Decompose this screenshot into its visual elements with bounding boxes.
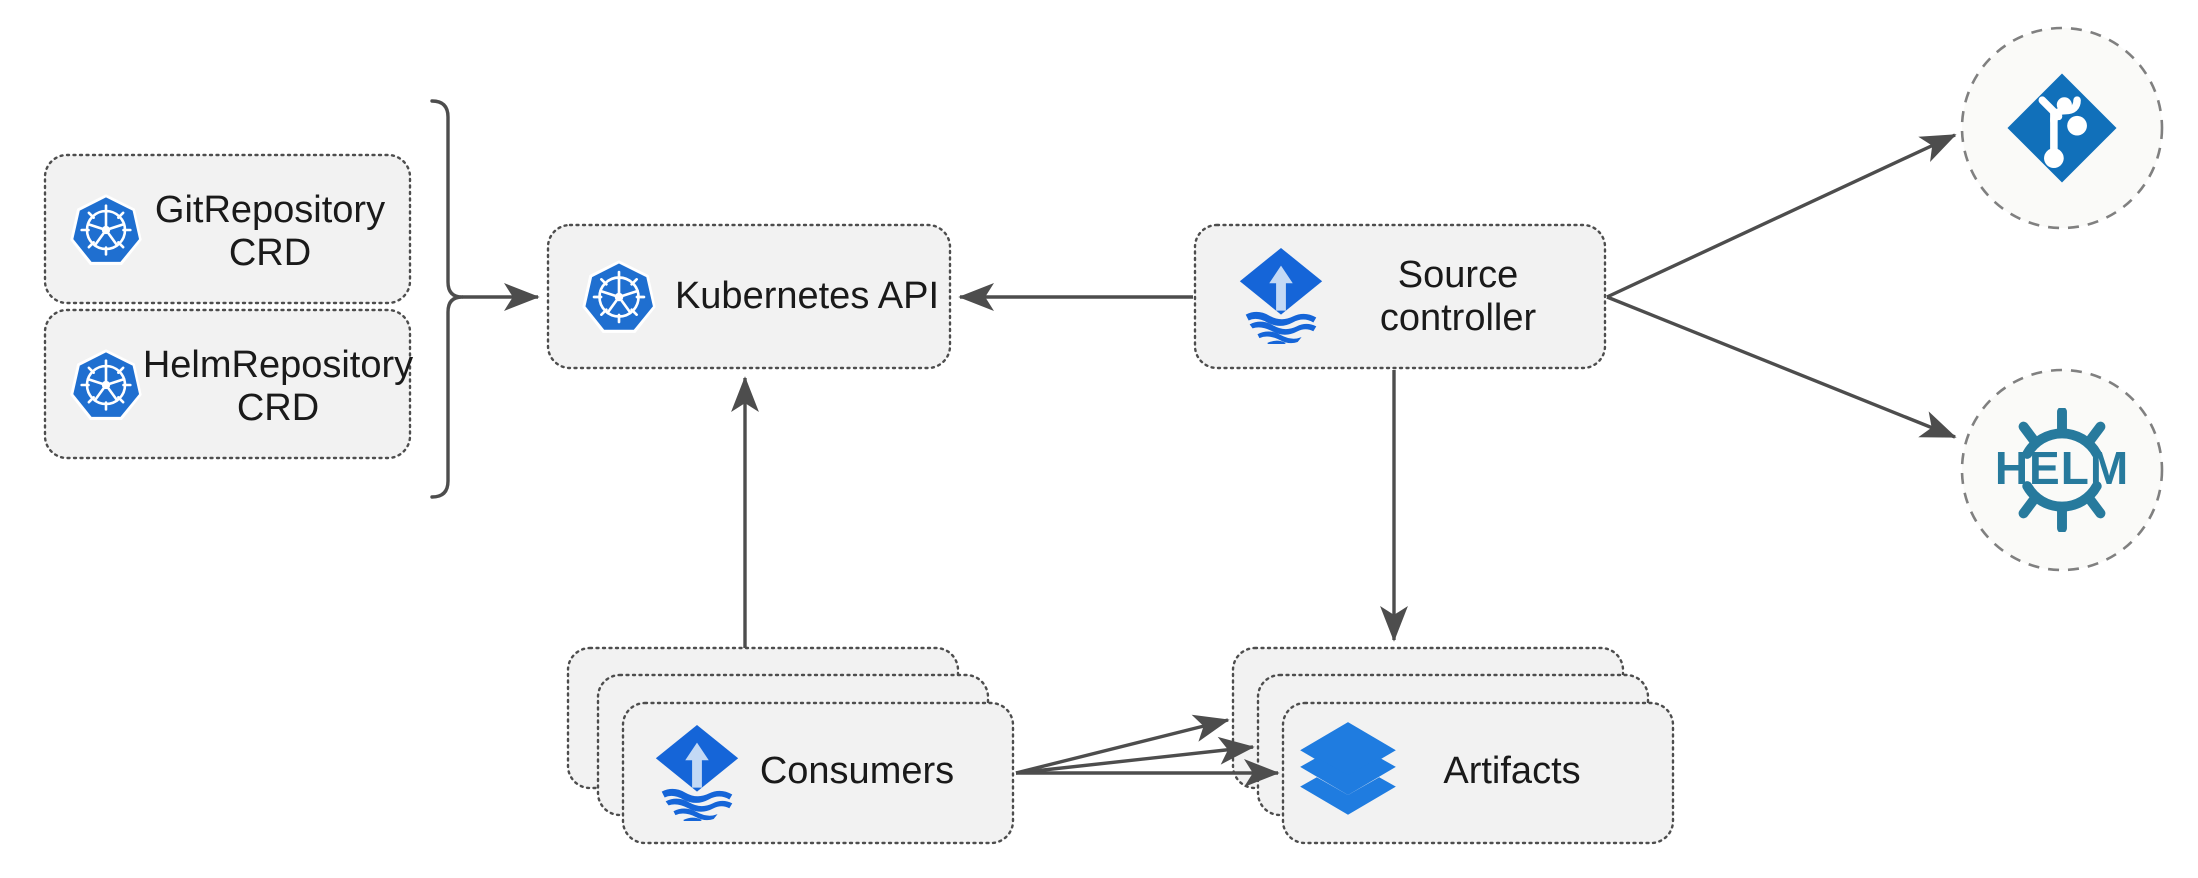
consumers-box-front[interactable] xyxy=(621,701,1015,845)
node-git-repository-crd[interactable]: GitRepository CRD xyxy=(43,153,412,305)
git-repository-crd-label-line1: GitRepository xyxy=(155,189,385,231)
edge-consumers-to-artifacts-mid xyxy=(1015,736,1255,775)
git-repository-crd-box[interactable] xyxy=(43,153,412,305)
edge-consumers-to-artifacts-back xyxy=(1015,714,1230,775)
source-controller-label-line2: controller xyxy=(1380,297,1537,339)
helm-source-circle[interactable] xyxy=(1960,368,2164,572)
git-repository-crd-label-line2: CRD xyxy=(229,232,311,274)
node-source-controller[interactable]: Source controller xyxy=(1193,223,1607,370)
node-helm-source[interactable]: HELM xyxy=(1960,368,2164,572)
helm-wordmark: HELM xyxy=(1995,442,2129,494)
artifacts-label: Artifacts xyxy=(1443,750,1580,792)
kubernetes-api-box[interactable] xyxy=(546,223,952,370)
helm-repository-crd-label-line1: HelmRepository xyxy=(143,344,413,386)
consumers-label: Consumers xyxy=(760,750,954,792)
helm-repository-crd-label-line2: CRD xyxy=(237,387,319,429)
node-helm-repository-crd[interactable]: HelmRepository CRD xyxy=(43,308,413,460)
node-artifacts[interactable]: Artifacts xyxy=(1231,646,1675,845)
node-kubernetes-api[interactable]: Kubernetes API xyxy=(546,223,952,370)
crd-group-bracket xyxy=(430,99,464,499)
source-controller-label-line1: Source xyxy=(1398,254,1518,296)
source-controller-box[interactable] xyxy=(1193,223,1607,370)
kubernetes-api-label: Kubernetes API xyxy=(675,275,939,317)
edge-source-controller-to-git xyxy=(1606,133,1957,299)
node-git-source[interactable] xyxy=(1960,26,2164,230)
node-consumers[interactable]: Consumers xyxy=(566,646,1015,845)
artifacts-box-front[interactable] xyxy=(1281,701,1675,845)
edge-source-controller-to-helm xyxy=(1606,295,1957,439)
helm-repository-crd-box[interactable] xyxy=(43,308,412,460)
